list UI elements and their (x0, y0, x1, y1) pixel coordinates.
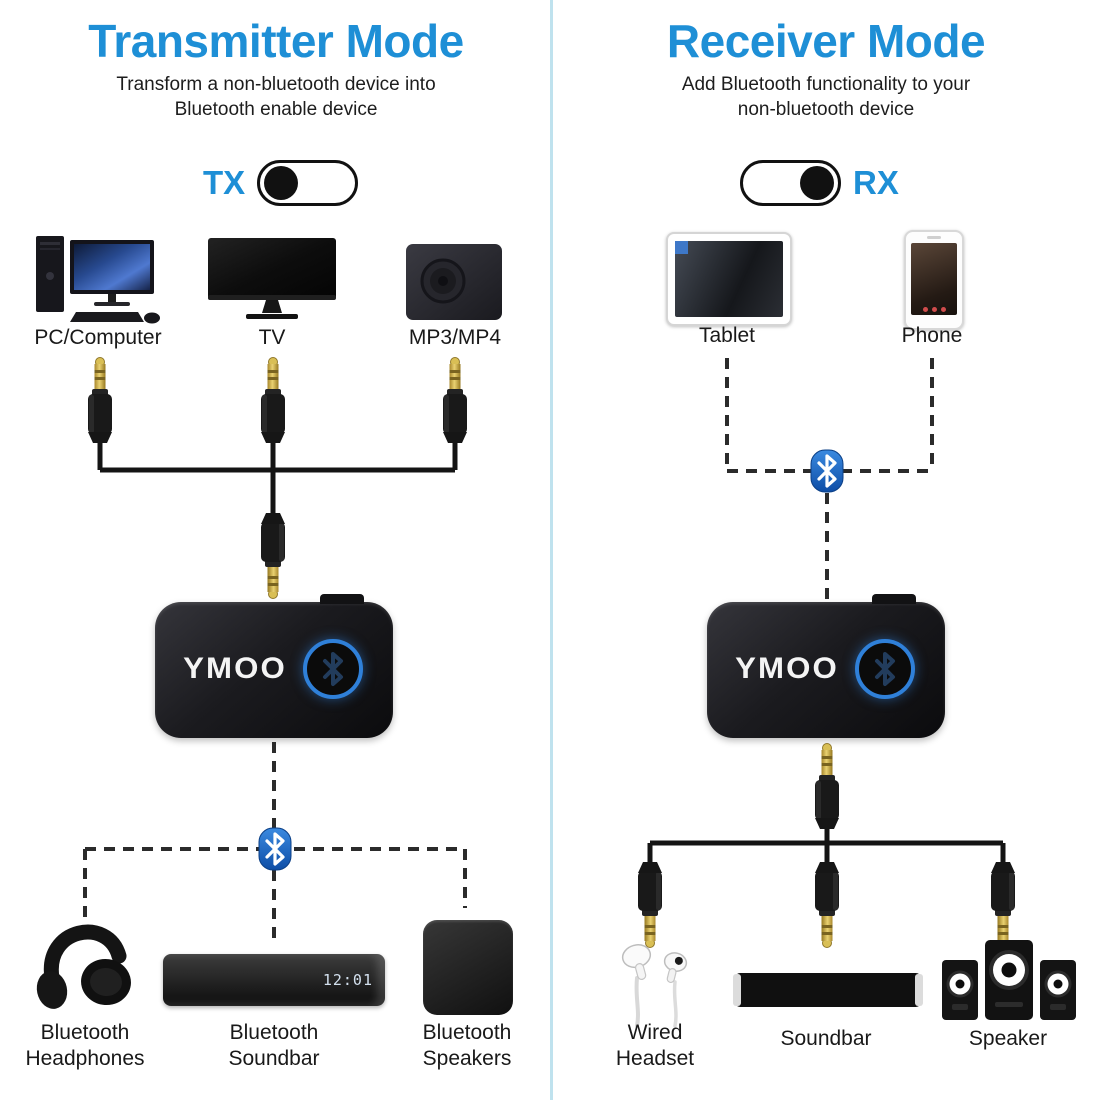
transmitter-subtitle-line1: Transform a non-bluetooth device into (116, 74, 436, 95)
phone-icon (904, 230, 964, 330)
tx-toggle-knob[interactable] (264, 166, 299, 200)
button-bluetooth-glyph (323, 652, 343, 686)
ymoo-transmitter-device: YMOO (155, 594, 393, 738)
bluetooth-soundbar-icon: 12:01 (163, 954, 385, 1006)
bluetooth-icon (809, 448, 845, 494)
tablet-screen (675, 241, 783, 317)
ymoo-receiver-device: YMOO (707, 594, 945, 738)
tablet-screen-logo (675, 241, 688, 254)
phone-screen (911, 243, 957, 315)
speaker-system-icon (942, 940, 1076, 1020)
soundbar-clock-display: 12:01 (322, 971, 373, 989)
bluetooth-icon (257, 826, 293, 872)
bluetooth-links-right (725, 358, 934, 600)
aux-splitter-cable-graphic (637, 743, 1016, 948)
brand-logo: YMOO (735, 652, 839, 685)
tx-toggle-row: TX (203, 160, 359, 206)
rx-label: RX (853, 164, 899, 201)
rx-toggle-switch[interactable] (740, 160, 841, 206)
bluetooth-speakers-label: Bluetooth Speakers (422, 1021, 512, 1070)
speaker-label: Speaker (968, 1027, 1048, 1050)
receiver-subtitle-line2: non-bluetooth device (737, 99, 915, 120)
soundbar-icon (733, 973, 923, 1007)
transmitter-subtitle-line2: Bluetooth enable device (174, 99, 378, 120)
receiver-title: Receiver Mode (666, 15, 986, 67)
bluetooth-soundbar-label: Bluetooth Soundbar (228, 1021, 320, 1070)
soundbar-end-cap (733, 974, 741, 1006)
tablet-icon (666, 232, 792, 326)
wired-headset-icon (621, 944, 688, 1028)
tx-toggle-switch[interactable] (257, 160, 359, 206)
rx-toggle-knob[interactable] (800, 166, 834, 200)
device-power-button (320, 594, 364, 604)
tv-icon (208, 238, 336, 319)
receiver-subtitle-line1: Add Bluetooth functionality to your (681, 74, 971, 95)
mp3-label: MP3/MP4 (408, 326, 502, 349)
phone-label: Phone (901, 324, 963, 347)
device-power-button (872, 594, 916, 604)
rx-toggle-row: RX (740, 160, 899, 206)
bluetooth-headphones-icon (36, 924, 131, 1009)
bluetooth-headphones-label: Bluetooth Headphones (25, 1021, 145, 1070)
multifunction-button (855, 639, 915, 699)
tx-label: TX (203, 164, 246, 201)
multifunction-button (303, 639, 363, 699)
transmitter-title: Transmitter Mode (88, 15, 464, 67)
aux-splitter-cable-graphic (87, 357, 468, 599)
bluetooth-links-left (83, 742, 467, 945)
tv-label: TV (258, 326, 286, 349)
soundbar-end-cap (915, 974, 923, 1006)
wired-headset-label: Wired Headset (615, 1021, 695, 1070)
soundbar-label: Soundbar (780, 1027, 872, 1050)
phone-player-controls (911, 307, 957, 312)
pc-computer-label: PC/Computer (34, 326, 162, 349)
center-divider (550, 0, 553, 1100)
pc-computer-icon (36, 236, 160, 324)
transmitter-subtitle: Transform a non-bluetooth device into Bl… (0, 72, 552, 122)
receiver-subtitle: Add Bluetooth functionality to your non-… (550, 72, 1100, 122)
bluetooth-speaker-icon (423, 920, 513, 1015)
mp3-player-icon (406, 244, 502, 320)
tablet-label: Tablet (698, 324, 756, 347)
phone-earpiece (927, 236, 941, 239)
button-bluetooth-glyph (875, 652, 895, 686)
brand-logo: YMOO (183, 652, 287, 685)
